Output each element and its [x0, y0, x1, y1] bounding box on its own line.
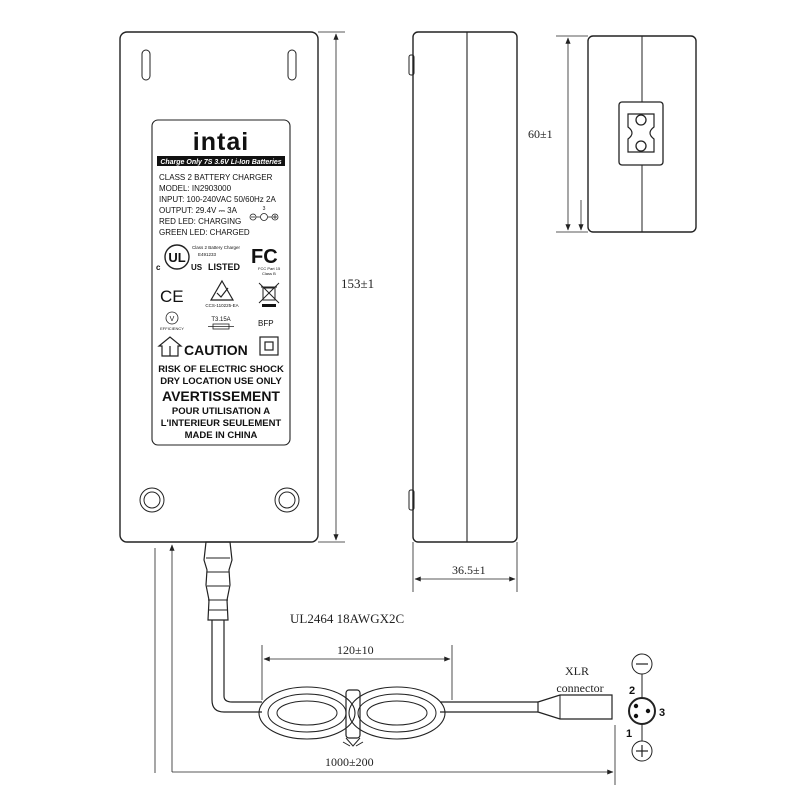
double-insulation-icon [259, 336, 279, 356]
top-slot-left [141, 49, 151, 81]
xlr-name-line2: connector [556, 681, 603, 695]
fuse-mark: T3.15A [208, 317, 234, 330]
caution-heading: CAUTION [184, 342, 248, 358]
label-line-input: INPUT: 100-240VAC 50/60Hz 2A [159, 195, 276, 204]
efficiency-mark: V EFFICIENCY [160, 311, 184, 331]
bfp-mark: BFP [258, 319, 274, 328]
warning-fr-1: POUR UTILISATION A [172, 406, 270, 417]
ac-inlet-icon [618, 101, 664, 166]
xlr-socket-icon [628, 697, 656, 725]
dimension-height: 60±1 [528, 35, 588, 233]
side-view [408, 31, 518, 543]
strain-relief [203, 541, 233, 621]
foot-right [274, 487, 300, 513]
label-line-model: MODEL: IN2903000 [159, 184, 232, 193]
pin-2-label: 2 [629, 685, 635, 697]
svg-text:E491233: E491233 [198, 252, 217, 257]
svg-text:V: V [170, 316, 175, 323]
pin-3-label: 3 [659, 707, 665, 719]
thickness-dimension-text: 36.5±1 [452, 563, 486, 577]
label-line-class: CLASS 2 BATTERY CHARGER [159, 173, 273, 182]
plus-terminal-icon [631, 740, 653, 762]
pin-1-label: 1 [626, 728, 632, 740]
svg-text:T3.15A: T3.15A [211, 317, 230, 323]
cable-spec-text: UL2464 18AWGX2C [290, 611, 404, 626]
label-line-red-led: RED LED: CHARGING [159, 217, 241, 226]
top-slot-right [287, 49, 297, 81]
cable-tie [345, 689, 361, 739]
banner-text: Charge Only 7S 3.6V Li-Ion Batteries [160, 159, 281, 166]
end-view [587, 35, 697, 233]
warning-fr-2: L'INTERIEUR SEULEMENT [161, 418, 282, 429]
height-dimension-text: 60±1 [528, 127, 553, 141]
rcm-mark: CCS-110225-EA [205, 279, 239, 308]
svg-text:Class 2 Battery Charger: Class 2 Battery Charger [192, 245, 241, 250]
svg-text:US: US [191, 263, 203, 272]
svg-text:EFFICIENCY: EFFICIENCY [160, 326, 184, 331]
indoor-use-icon [157, 336, 183, 357]
dimension-coil: 120±10 [261, 643, 453, 700]
ul-listed-text: LISTED [208, 262, 241, 272]
svg-text:FCC Part 15: FCC Part 15 [258, 266, 281, 271]
ce-mark: CE [160, 287, 184, 306]
label-line-green-led: GREEN LED: CHARGED [159, 228, 250, 237]
avertissement-heading: AVERTISSEMENT [162, 388, 280, 404]
xlr-name-line1: XLR [565, 664, 589, 678]
fcc-mark: FC FCC Part 15 Class B [251, 246, 281, 276]
polarity-icon: 3 [249, 206, 279, 221]
front-view: intai Charge Only 7S 3.6V Li-Ion Batteri… [119, 31, 613, 747]
svg-text:CCS-110225-EA: CCS-110225-EA [205, 303, 238, 308]
coil-dimension-text: 120±10 [337, 643, 374, 657]
svg-text:UL: UL [168, 250, 185, 265]
dimension-cable-length: 1000±200 [154, 544, 616, 785]
minus-terminal-icon [631, 653, 653, 675]
ul-listed-mark: LISTED UL c US LISTED Class 2 Battery Ch… [156, 244, 241, 272]
warning-en-1: RISK OF ELECTRIC SHOCK [158, 364, 284, 375]
warning-en-2: DRY LOCATION USE ONLY [160, 376, 282, 387]
xlr-pinout: XLR connector 2 3 1 [556, 653, 665, 762]
foot-left [139, 487, 165, 513]
product-label [151, 119, 291, 446]
charger-body-side [412, 31, 518, 543]
svg-text:c: c [156, 263, 161, 272]
svg-text:3: 3 [263, 206, 266, 212]
cable-coil [258, 686, 446, 747]
dimension-thickness: 36.5±1 [412, 542, 518, 592]
svg-text:Class B: Class B [262, 271, 276, 276]
svg-text:FC: FC [251, 246, 278, 268]
brand-logo: intai [193, 128, 249, 156]
weee-bin-icon [258, 282, 280, 307]
made-in-text: MADE IN CHINA [185, 430, 258, 441]
label-line-output: OUTPUT: 29.4V ⎓ 3A [159, 206, 238, 215]
cable-length-dimension-text: 1000±200 [325, 755, 374, 769]
banner-bar [157, 156, 285, 166]
xlr-plug [537, 694, 613, 720]
length-dimension-text: 153±1 [341, 276, 374, 291]
dimension-length: 153±1 [318, 31, 374, 543]
output-cable [211, 620, 538, 713]
